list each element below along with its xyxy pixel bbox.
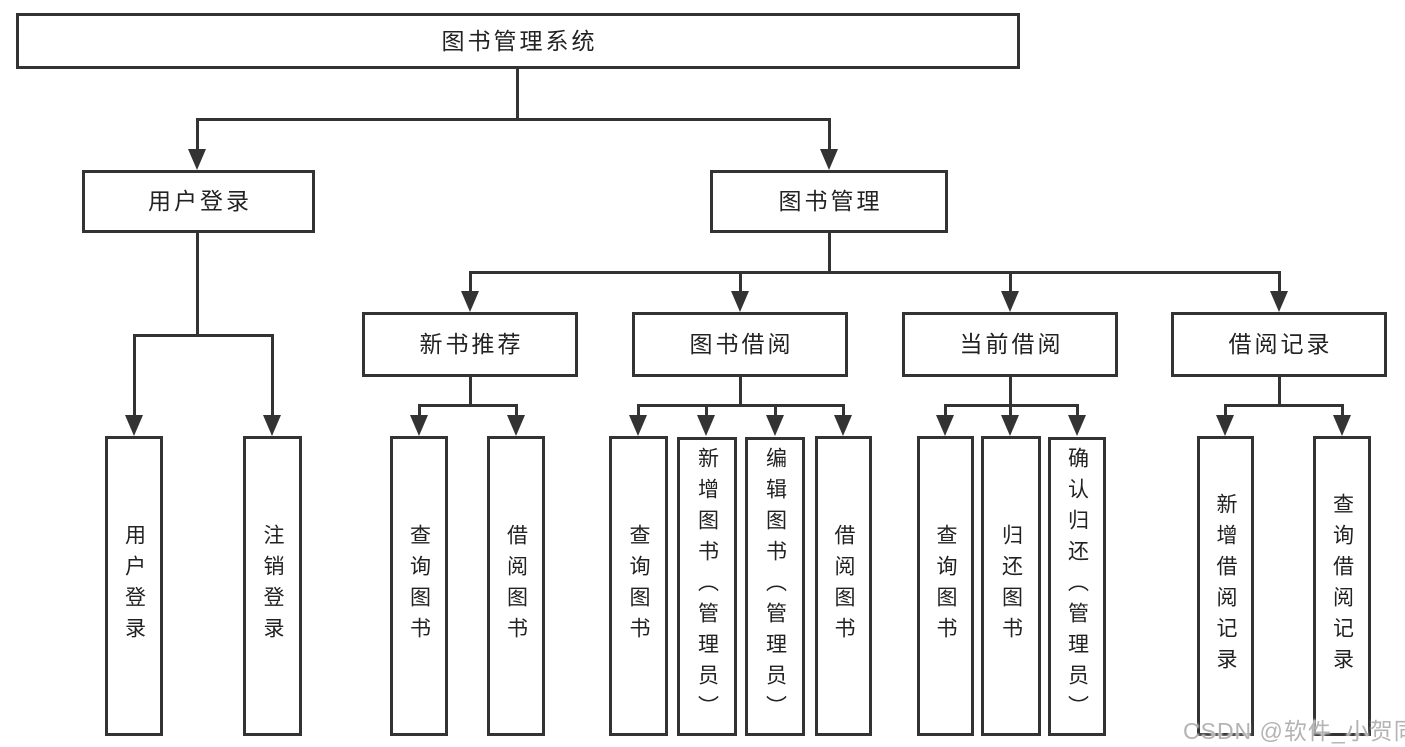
arrow-down	[1270, 291, 1288, 312]
connector-line	[196, 118, 831, 121]
leaf-query-borrow-record: 查询借阅记录	[1313, 436, 1371, 736]
arrow-down	[1001, 291, 1019, 312]
connector-line	[516, 69, 519, 119]
leaf-logout: 注销登录	[243, 436, 302, 736]
arrow-down	[766, 415, 784, 436]
arrow-down	[936, 415, 954, 436]
connector-line	[1224, 404, 1227, 416]
arrow-down	[1068, 415, 1086, 436]
leaf-query-books-recommend-label: 查询图书	[407, 524, 431, 648]
node-borrowing-records-label: 借阅记录	[1228, 331, 1333, 357]
leaf-user-login: 用户登录	[105, 436, 163, 736]
node-book-management-label: 图书管理	[778, 188, 883, 214]
leaf-return-books: 归还图书	[981, 436, 1041, 736]
connector-line	[196, 233, 199, 337]
leaf-add-books-admin: 新增图书（管理员）	[677, 437, 737, 736]
connector-line	[1009, 404, 1012, 416]
arrow-down	[731, 291, 749, 312]
arrow-down	[820, 149, 838, 170]
connector-line	[1341, 404, 1344, 416]
arrow-down	[1216, 415, 1234, 436]
leaf-query-books-current: 查询图书	[917, 436, 974, 736]
connector-line	[196, 118, 199, 151]
connector-line	[418, 404, 421, 416]
arrow-down	[507, 415, 525, 436]
node-user-login-label: 用户登录	[148, 188, 252, 214]
leaf-borrow-books-borrowing: 借阅图书	[815, 436, 872, 736]
leaf-query-books-current-label: 查询图书	[934, 524, 957, 648]
node-root-label: 图书管理系统	[441, 27, 598, 54]
node-new-book-recommendation: 新书推荐	[362, 312, 578, 377]
arrow-down	[697, 415, 715, 436]
arrow-down	[410, 415, 428, 436]
node-current-borrowing: 当前借阅	[902, 312, 1118, 377]
node-book-management: 图书管理	[710, 170, 948, 233]
leaf-add-borrow-record: 新增借阅记录	[1197, 436, 1254, 736]
connector-line	[944, 404, 947, 416]
connector-line	[515, 404, 518, 416]
leaf-borrow-books-recommend: 借阅图书	[487, 436, 545, 736]
leaf-edit-books-admin: 编辑图书（管理员）	[745, 437, 805, 736]
connector-line	[1076, 404, 1079, 416]
connector-line	[1009, 377, 1012, 407]
node-user-login: 用户登录	[82, 170, 315, 233]
leaf-borrow-books-borrowing-label: 借阅图书	[832, 524, 855, 648]
connector-line	[469, 271, 472, 292]
arrow-down	[188, 149, 206, 170]
connector-line	[828, 233, 831, 274]
connector-line	[1224, 404, 1344, 407]
node-book-borrowing: 图书借阅	[632, 312, 848, 377]
node-borrowing-records: 借阅记录	[1171, 312, 1387, 377]
arrow-down	[125, 415, 143, 436]
arrow-down	[629, 415, 647, 436]
connector-line	[271, 334, 274, 416]
connector-line	[133, 334, 136, 416]
connector-line	[1009, 271, 1012, 292]
connector-line	[637, 404, 640, 416]
node-new-book-recommendation-label: 新书推荐	[419, 331, 524, 357]
connector-line	[739, 271, 742, 292]
leaf-query-books-recommend: 查询图书	[390, 436, 448, 736]
connector-line	[842, 404, 845, 416]
leaf-logout-label: 注销登录	[261, 524, 284, 648]
node-root: 图书管理系统	[16, 13, 1020, 69]
connector-line	[469, 377, 472, 407]
watermark-text: CSDN @软件_小贺同学	[1183, 718, 1405, 744]
connector-line	[739, 377, 742, 407]
connector-line	[774, 404, 777, 416]
leaf-confirm-return-admin-label: 确认归还（管理员）	[1065, 447, 1089, 726]
arrow-down	[1333, 415, 1351, 436]
leaf-add-borrow-record-label: 新增借阅记录	[1214, 493, 1237, 679]
node-book-borrowing-label: 图书借阅	[689, 331, 794, 357]
connector-line	[133, 334, 274, 337]
leaf-confirm-return-admin: 确认归还（管理员）	[1048, 437, 1106, 736]
leaf-query-borrow-record-label: 查询借阅记录	[1330, 493, 1354, 679]
leaf-edit-books-admin-label: 编辑图书（管理员）	[763, 447, 787, 726]
connector-line	[1278, 271, 1281, 292]
connector-line	[418, 404, 518, 407]
connector-line	[637, 404, 845, 407]
connector-line	[705, 404, 708, 416]
leaf-user-login-label: 用户登录	[122, 524, 146, 648]
leaf-borrow-books-recommend-label: 借阅图书	[504, 524, 528, 648]
leaf-return-books-label: 归还图书	[999, 524, 1023, 648]
arrow-down	[461, 291, 479, 312]
arrow-down	[263, 415, 281, 436]
connector-line	[469, 271, 1281, 274]
arrow-down	[1001, 415, 1019, 436]
arrow-down	[834, 415, 852, 436]
connector-line	[828, 118, 831, 151]
leaf-query-books-borrowing: 查询图书	[609, 436, 668, 736]
leaf-query-books-borrowing-label: 查询图书	[627, 524, 650, 648]
connector-line	[1278, 377, 1281, 407]
leaf-add-books-admin-label: 新增图书（管理员）	[695, 447, 719, 726]
node-current-borrowing-label: 当前借阅	[959, 331, 1064, 357]
